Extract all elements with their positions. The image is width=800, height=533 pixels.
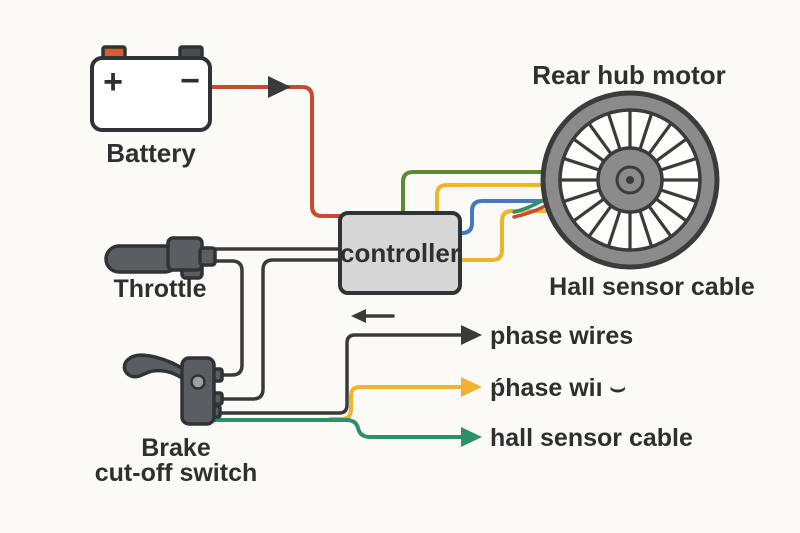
legend-phase-wire-yellow-label: ṕhase wiı ⌣ [490, 374, 626, 402]
brake-pivot-hole [190, 374, 206, 390]
motor-label: Rear hub motor [532, 60, 726, 90]
brake-label-line1: Brake [141, 434, 211, 462]
motor-blue-wire [458, 199, 547, 235]
motor-spoke [654, 138, 687, 163]
motor-spoke [607, 113, 622, 151]
controller: controller [338, 211, 462, 295]
battery-positive-symbol: + [103, 63, 123, 101]
motor-spoke [638, 113, 653, 151]
motor-spoke [573, 197, 606, 222]
rear-hub-motor [540, 90, 720, 270]
motor-yellow-wire-upper [435, 183, 547, 215]
phase-wire-black [217, 333, 463, 415]
hall-sensor-cable-label: Hall sensor cable [549, 273, 755, 301]
hall-sensor-wire [208, 418, 463, 439]
motor-spoke [588, 123, 613, 156]
motor-spoke [607, 209, 622, 247]
motor-spoke [647, 204, 672, 237]
battery-power-wire [208, 85, 342, 218]
power-wire-arrowhead-icon [268, 76, 291, 98]
throttle [104, 236, 217, 280]
battery-negative-symbol: − [180, 62, 200, 100]
throttle-connector [198, 246, 217, 267]
hall-sensor-arrowhead-icon [461, 427, 482, 447]
motor-teal-strand [512, 197, 547, 214]
battery: + − Battery [90, 45, 212, 168]
motor-spoke [588, 204, 613, 237]
motor-spoke [647, 123, 672, 156]
throttle-label: Throttle [113, 275, 206, 303]
battery-label: Battery [106, 138, 196, 168]
brake-body [180, 356, 216, 426]
motor-red-strand [512, 204, 547, 219]
brake-signal-wire [219, 258, 342, 401]
phase-wire-yellow-arrowhead-icon [461, 377, 482, 397]
throttle-brake-wire [210, 259, 244, 377]
motor-spoke [563, 188, 601, 203]
legend-hall-sensor-cable-label: hall sensor cable [490, 424, 693, 452]
phase-wires-arrowhead-icon [461, 325, 482, 345]
motor-spoke [654, 197, 687, 222]
motor-spokes [561, 111, 699, 249]
brake-cutoff-switch [122, 353, 224, 426]
throttle-housing [166, 236, 204, 272]
controller-box [338, 211, 462, 295]
motor-spoke [638, 209, 653, 247]
motor-yellow-wire-lower [458, 209, 547, 262]
motor-green-wire [401, 170, 547, 215]
battery-body [90, 56, 212, 132]
motor-spoke [659, 157, 697, 172]
controller-label: controller [340, 238, 460, 268]
brake-label-line2: cut-off switch [95, 459, 258, 487]
left-arrow-icon [351, 309, 366, 323]
motor-spoke [573, 138, 606, 163]
motor-axle-dot [626, 176, 634, 184]
legend-phase-wires-label: phase wires [490, 322, 633, 350]
motor-spoke [659, 188, 697, 203]
brake-lever-blade [122, 353, 190, 386]
motor-spoke [563, 157, 601, 172]
